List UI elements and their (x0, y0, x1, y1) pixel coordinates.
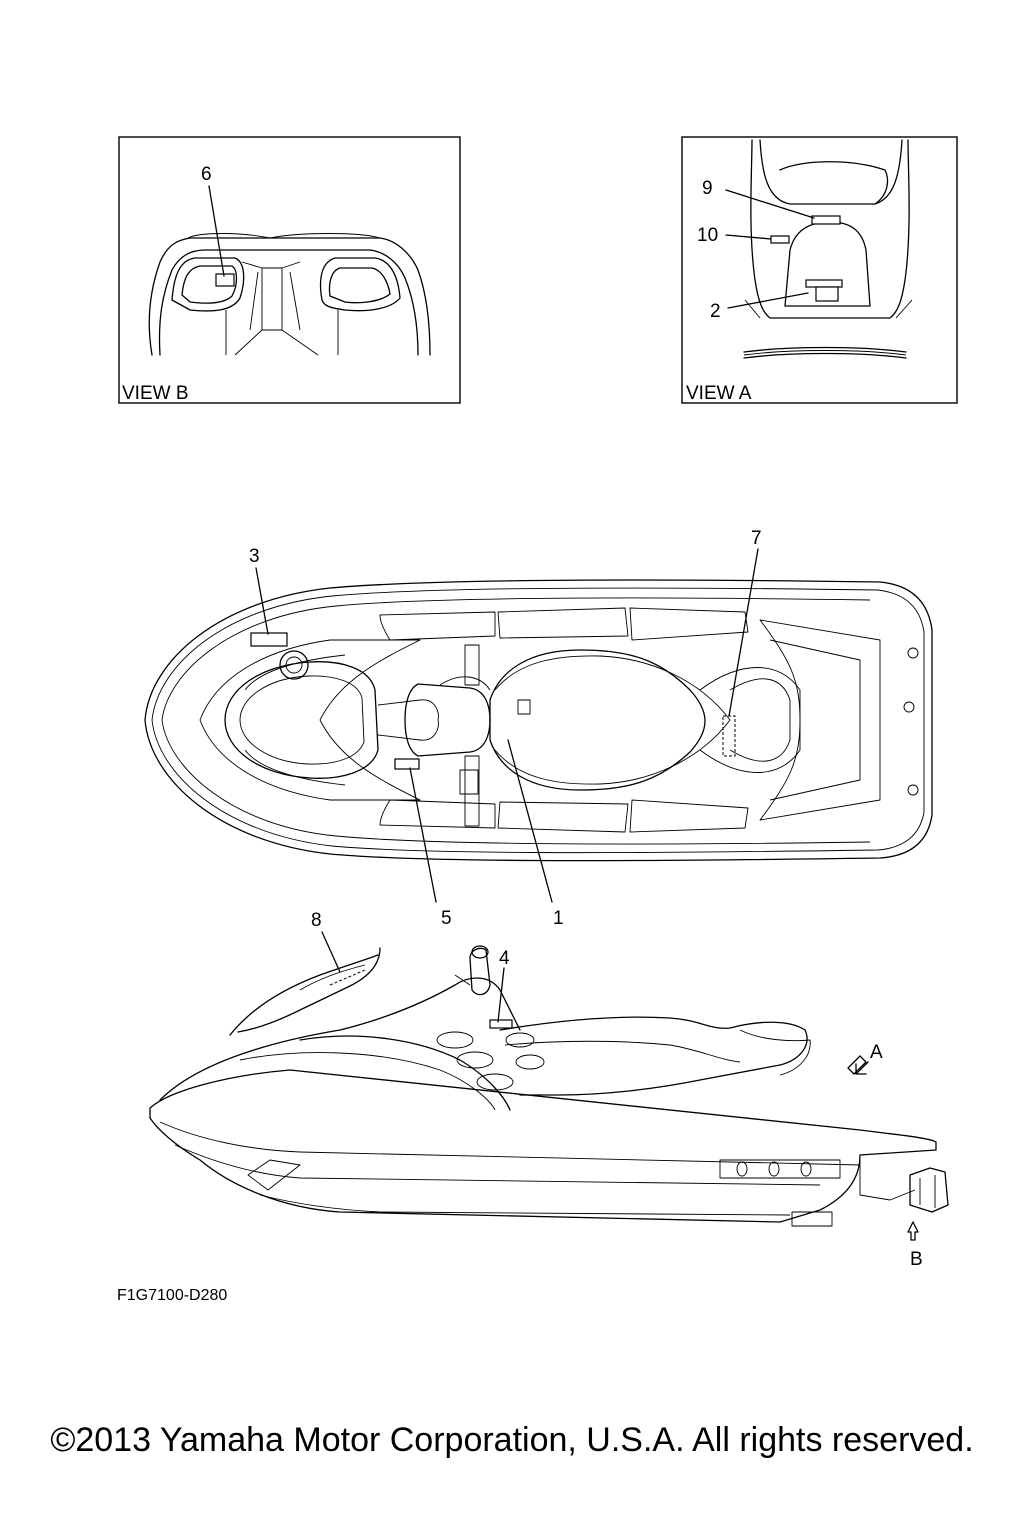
leader-3 (255, 567, 269, 635)
copyright-notice: ©2013 Yamaha Motor Corporation, U.S.A. A… (50, 1421, 973, 1459)
leader-1 (507, 739, 553, 903)
leader-7 (728, 548, 759, 717)
callout-4: 4 (499, 948, 510, 969)
callout-1: 1 (553, 908, 564, 929)
callout-7: 7 (751, 528, 762, 549)
view-b-drawing (148, 233, 431, 356)
leader-9 (725, 189, 815, 219)
callout-10: 10 (697, 225, 718, 246)
leader-10 (725, 234, 772, 240)
decal-2-marker (805, 279, 843, 288)
callout-8: 8 (311, 910, 322, 931)
decal-2-sub-marker (815, 286, 839, 302)
decal-10-marker (770, 235, 790, 244)
leader-5 (409, 767, 437, 903)
callout-3: 3 (249, 546, 260, 567)
callout-9: 9 (702, 178, 713, 199)
leader-4 (497, 967, 505, 1023)
arrow-a-label: A (870, 1042, 883, 1063)
view-b-arrow (907, 1221, 919, 1241)
view-a-arrow (855, 1061, 869, 1075)
decal-9-marker (811, 215, 841, 225)
callout-6: 6 (201, 164, 212, 185)
callout-5: 5 (441, 908, 452, 929)
view-a-label: VIEW A (686, 383, 752, 404)
view-b-panel: 6 VIEW B (118, 136, 461, 404)
figure-code: F1G7100-D280 (117, 1287, 227, 1304)
decal-3-marker (250, 632, 288, 647)
decal-5-marker (394, 758, 420, 770)
view-a-drawing (743, 139, 913, 359)
callout-2: 2 (710, 301, 721, 322)
view-a-panel: 9 10 2 VIEW A (681, 136, 958, 404)
view-b-label: VIEW B (122, 383, 189, 404)
leader-2 (727, 292, 809, 309)
side-view-drawing (149, 945, 949, 1241)
top-view-drawing (144, 579, 933, 862)
decal-6-marker (215, 273, 235, 287)
leader-6 (208, 185, 225, 277)
leader-8 (321, 931, 341, 973)
decal-4-marker (489, 1019, 513, 1029)
arrow-b-label: B (910, 1249, 923, 1270)
